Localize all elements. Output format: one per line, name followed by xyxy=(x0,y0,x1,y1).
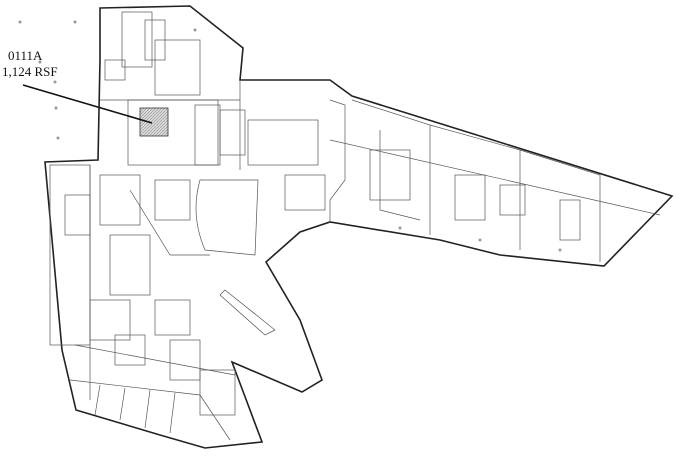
room-area: 1,124 RSF xyxy=(2,64,58,79)
west-wing xyxy=(49,164,236,400)
central-area xyxy=(129,174,326,336)
room-id: 0111A xyxy=(8,48,43,63)
column-grid xyxy=(18,20,562,252)
room-label: 0111A 1,124 RSF xyxy=(2,48,58,80)
right-wing xyxy=(329,99,661,262)
south-wing xyxy=(69,369,236,441)
north-block xyxy=(100,11,319,170)
room-0111A[interactable] xyxy=(139,107,169,137)
leader-line xyxy=(22,84,153,124)
building-outline xyxy=(44,5,674,449)
